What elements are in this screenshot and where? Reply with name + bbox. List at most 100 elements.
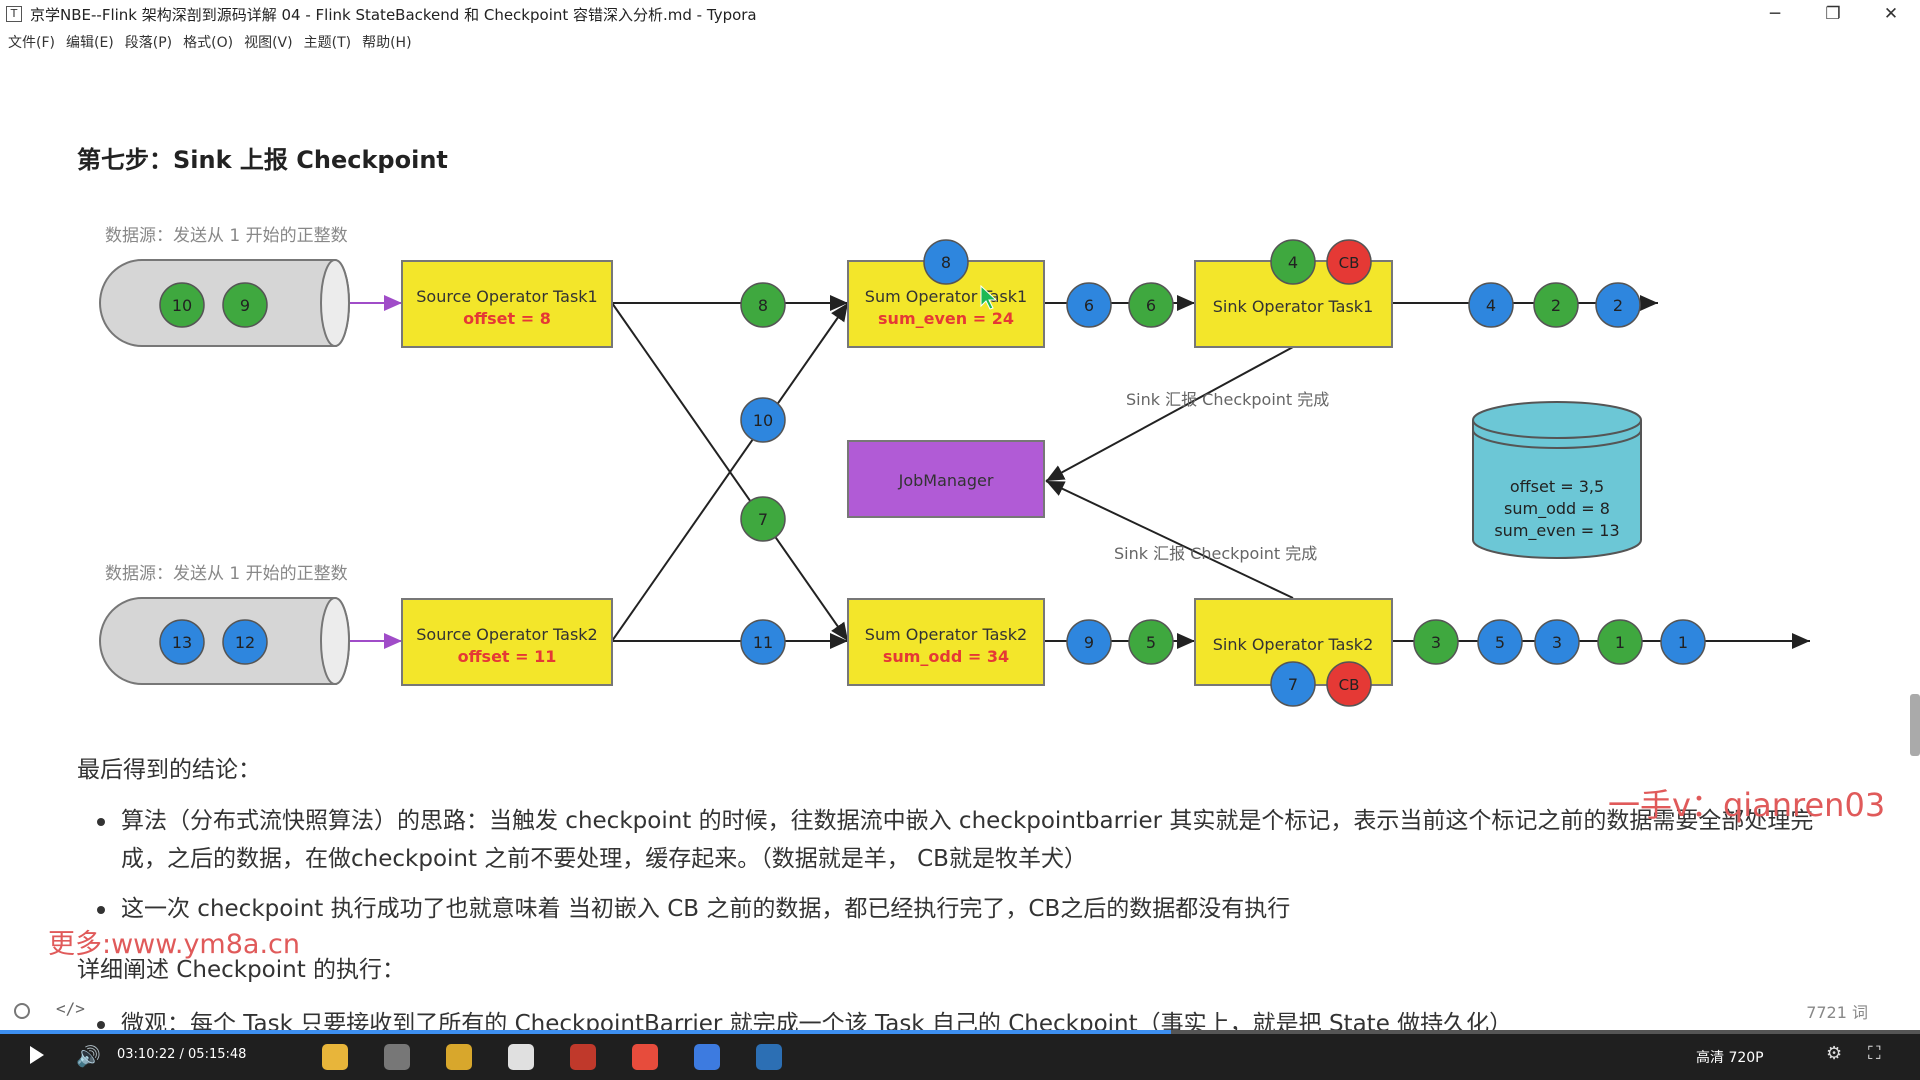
- play-icon[interactable]: [30, 1046, 44, 1064]
- menu-format[interactable]: 格式(O): [183, 35, 234, 51]
- db-offset: offset = 3,5: [1510, 477, 1604, 496]
- svg-text:5: 5: [1146, 633, 1156, 652]
- svg-text:1: 1: [1615, 633, 1625, 652]
- svg-text:8: 8: [758, 296, 768, 315]
- connector: [611, 302, 849, 642]
- ball-src2-12: 12: [222, 619, 268, 665]
- svg-text:4: 4: [1288, 253, 1298, 272]
- menu-file[interactable]: 文件(F): [8, 35, 55, 51]
- sum-task2-state: sum_odd = 34: [883, 647, 1009, 666]
- ball-out2-1b: 1: [1660, 619, 1706, 665]
- settings-icon[interactable]: ⚙: [1826, 1043, 1843, 1064]
- scrollbar-thumb[interactable]: [1910, 694, 1920, 756]
- svg-text:4: 4: [1486, 296, 1496, 315]
- svg-text:2: 2: [1551, 296, 1561, 315]
- taskbar-app-icon[interactable]: [632, 1044, 658, 1070]
- svg-text:5: 5: [1495, 633, 1505, 652]
- taskbar-app-icon[interactable]: [756, 1044, 782, 1070]
- word-count: 7721 词: [1806, 1003, 1868, 1022]
- source-label-2: 数据源：发送从 1 开始的正整数: [105, 564, 348, 584]
- svg-text:7: 7: [1288, 675, 1298, 694]
- progress-fill: [0, 1030, 1172, 1034]
- progress-track[interactable]: [0, 1030, 1920, 1034]
- ball-out1-2a: 2: [1533, 282, 1579, 328]
- menu-paragraph[interactable]: 段落(P): [124, 35, 173, 51]
- svg-text:CB: CB: [1339, 254, 1360, 272]
- source-mode-icon[interactable]: </>: [56, 999, 85, 1018]
- jobmanager-label: JobManager: [898, 471, 994, 490]
- ball-out2-3b: 3: [1534, 619, 1580, 665]
- title-bar: T 京学NBE--Flink 架构深剖到源码详解 04 - Flink Stat…: [0, 0, 1920, 28]
- svg-text:12: 12: [235, 633, 255, 652]
- svg-text:8: 8: [941, 253, 951, 272]
- bullet-dot: [97, 818, 105, 826]
- ball-out2-5: 5: [1477, 619, 1523, 665]
- ball-out1-2b: 2: [1595, 282, 1641, 328]
- sink-task1-name: Sink Operator Task1: [1213, 297, 1374, 316]
- ball-sink2-7: 7: [1270, 661, 1316, 707]
- section-heading: 第七步：Sink 上报 Checkpoint: [77, 146, 448, 174]
- bullet-text: 这一次 checkpoint 执行成功了也就意味着 当初嵌入 CB 之前的数据，…: [121, 896, 1291, 922]
- svg-text:11: 11: [753, 633, 773, 652]
- sum-task2-name: Sum Operator Task2: [865, 625, 1027, 644]
- ball-mid-10: 10: [740, 397, 786, 443]
- source-task2-name: Source Operator Task2: [416, 625, 597, 644]
- playback-time: 03:10:22 / 05:15:48: [117, 1047, 247, 1062]
- menu-view[interactable]: 视图(V): [244, 35, 293, 51]
- taskbar-app-icon[interactable]: [570, 1044, 596, 1070]
- ball-mid-7: 7: [740, 496, 786, 542]
- menu-theme[interactable]: 主题(T): [303, 35, 352, 51]
- window-controls: ─ ❐ ✕: [1746, 0, 1920, 28]
- svg-text:6: 6: [1084, 296, 1094, 315]
- ball-src2-13: 13: [159, 619, 205, 665]
- restore-button[interactable]: ❐: [1825, 4, 1841, 24]
- report-label-2: Sink 汇报 Checkpoint 完成: [1114, 544, 1317, 563]
- volume-icon[interactable]: 🔊: [76, 1044, 101, 1068]
- conclusion-heading: 最后得到的结论：: [77, 757, 261, 783]
- ball-out1-4: 4: [1468, 282, 1514, 328]
- ball-sink1-4: 4: [1270, 239, 1316, 285]
- bullet-dot: [97, 1021, 105, 1029]
- jobmanager-box: JobManager: [847, 440, 1045, 518]
- source-label-1: 数据源：发送从 1 开始的正整数: [105, 226, 348, 246]
- svg-text:9: 9: [1084, 633, 1094, 652]
- menu-help[interactable]: 帮助(H): [362, 35, 412, 51]
- sum-task1-name: Sum Operator Task1: [865, 287, 1027, 306]
- sum-task1-state: sum_even = 24: [878, 309, 1014, 328]
- mouse-cursor-icon: [980, 284, 998, 310]
- close-button[interactable]: ✕: [1883, 4, 1899, 24]
- ball-sink1-cb: CB: [1326, 239, 1372, 285]
- ball-s2-5: 5: [1128, 619, 1174, 665]
- state-backend-database: offset = 3,5 sum_odd = 8 sum_even = 13: [1472, 401, 1642, 559]
- outline-toggle-icon[interactable]: [14, 1003, 30, 1019]
- db-sum-even: sum_even = 13: [1494, 521, 1619, 541]
- svg-text:9: 9: [240, 296, 250, 315]
- video-player-bar: 🔊 03:10:22 / 05:15:48 高清 720P ⚙ ⛶: [0, 1030, 1920, 1080]
- bullet-text: 算法（分布式流快照算法）的思路：当触发 checkpoint 的时候，往数据流中…: [121, 808, 1814, 872]
- source-task1-name: Source Operator Task1: [416, 287, 597, 306]
- menu-edit[interactable]: 编辑(E): [65, 35, 114, 51]
- source-task2-state: offset = 11: [458, 647, 557, 666]
- fullscreen-icon[interactable]: ⛶: [1868, 1043, 1881, 1064]
- report-label-1: Sink 汇报 Checkpoint 完成: [1126, 390, 1329, 409]
- svg-text:3: 3: [1552, 633, 1562, 652]
- source-task1-state: offset = 8: [463, 309, 551, 328]
- list-item: 算法（分布式流快照算法）的思路：当触发 checkpoint 的时候，往数据流中…: [97, 802, 1817, 878]
- taskbar-app-icon[interactable]: [384, 1044, 410, 1070]
- sink-task2-name: Sink Operator Task2: [1213, 635, 1374, 654]
- taskbar-app-icon[interactable]: [508, 1044, 534, 1070]
- source-operator-task1: Source Operator Task1 offset = 8: [401, 260, 613, 348]
- ball-src1-10: 10: [159, 282, 205, 328]
- svg-text:CB: CB: [1339, 676, 1360, 694]
- taskbar-app-icon[interactable]: [446, 1044, 472, 1070]
- ball-out2-3a: 3: [1413, 619, 1459, 665]
- typora-app-icon: T: [6, 6, 22, 22]
- detail-heading: 详细阐述 Checkpoint 的执行：: [77, 957, 406, 983]
- ball-mid-11: 11: [740, 619, 786, 665]
- taskbar-app-icon[interactable]: [694, 1044, 720, 1070]
- minimize-button[interactable]: ─: [1769, 4, 1781, 24]
- taskbar-app-icon[interactable]: [322, 1044, 348, 1070]
- ball-src1-9: 9: [222, 282, 268, 328]
- quality-selector[interactable]: 高清 720P: [1696, 1050, 1764, 1066]
- connector: [1045, 346, 1294, 482]
